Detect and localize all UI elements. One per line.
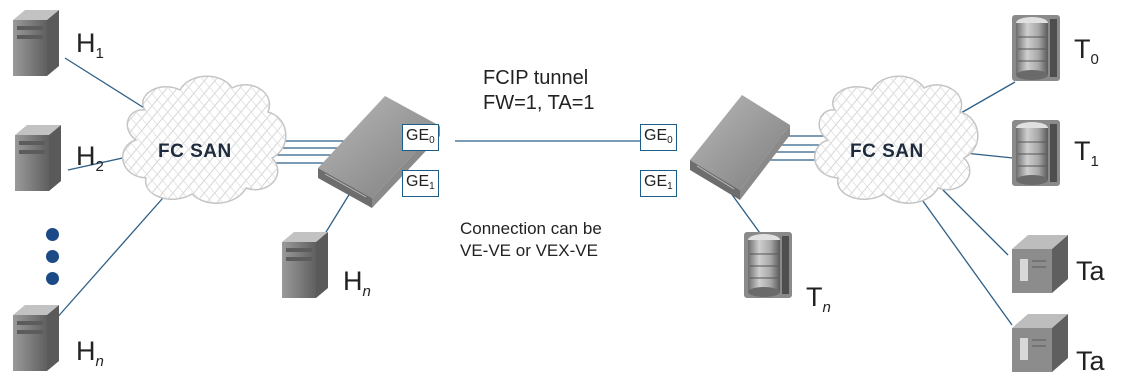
host-index: 1	[95, 45, 104, 62]
target-index: 1	[1090, 153, 1099, 170]
tape-label-2: Ta	[1076, 346, 1105, 376]
host-index: n	[362, 283, 371, 300]
connection-note: Connection can be VE-VE or VEX-VE	[460, 218, 602, 262]
right-switch-ge1-port: GE1	[640, 170, 677, 197]
fc-san-label-left: FC SAN	[158, 141, 232, 162]
port-index: 0	[667, 135, 673, 146]
port-label: GE	[644, 127, 668, 144]
ellipsis-dot	[46, 228, 59, 241]
target-letter: T	[1074, 34, 1091, 64]
host-server-icon-n-bottom	[13, 305, 59, 371]
storage-target-icon-n	[744, 232, 792, 298]
ellipsis-dot	[46, 272, 59, 285]
host-server-icon-n-middle	[282, 232, 328, 298]
left-switch-ge1-port: GE1	[402, 170, 439, 197]
target-letter: T	[806, 282, 823, 312]
port-label: GE	[406, 127, 430, 144]
target-label-tn: Tn	[806, 282, 831, 316]
fcip-switch-right	[690, 95, 790, 200]
storage-target-icon-0	[1012, 15, 1060, 81]
connection-note-line1: Connection can be	[460, 219, 602, 238]
host-label-h2: H2	[76, 141, 104, 175]
target-label-t0: T0	[1074, 34, 1099, 68]
left-switch-ge0-port: GE0	[402, 124, 439, 151]
port-index: 0	[429, 135, 435, 146]
host-index: 2	[95, 158, 104, 175]
target-index: n	[822, 299, 831, 316]
tape-label-1: Ta	[1076, 256, 1105, 286]
host-label-hn-bottom: Hn	[76, 336, 104, 370]
tunnel-label-line1: FCIP tunnel	[483, 67, 589, 89]
target-index: 0	[1090, 51, 1099, 68]
connection-note-line2: VE-VE or VEX-VE	[460, 241, 598, 260]
port-index: 1	[667, 181, 673, 192]
tape-library-icon-2	[1012, 314, 1068, 372]
tunnel-label: FCIP tunnel FW=1, TA=1	[483, 66, 595, 116]
right-switch-ge0-port: GE0	[640, 124, 677, 151]
host-server-icon-2	[15, 125, 61, 191]
host-letter: H	[343, 266, 363, 296]
port-label: GE	[406, 173, 430, 190]
host-letter: H	[76, 28, 96, 58]
host-index: n	[95, 353, 104, 370]
target-letter: T	[1074, 136, 1091, 166]
host-letter: H	[76, 336, 96, 366]
host-label-h1: H1	[76, 28, 104, 62]
fc-san-cloud-right	[813, 75, 979, 204]
host-label-hn-middle: Hn	[343, 266, 371, 300]
target-label-t1: T1	[1074, 136, 1099, 170]
tape-library-icon-1	[1012, 235, 1068, 293]
fc-san-label-right: FC SAN	[850, 141, 924, 162]
tunnel-label-line2: FW=1, TA=1	[483, 92, 595, 114]
ellipsis-dot	[46, 250, 59, 263]
host-server-icon-1	[13, 10, 59, 76]
storage-target-icon-1	[1012, 120, 1060, 186]
port-label: GE	[644, 173, 668, 190]
fc-san-cloud-left	[121, 75, 287, 204]
port-index: 1	[429, 181, 435, 192]
host-letter: H	[76, 141, 96, 171]
